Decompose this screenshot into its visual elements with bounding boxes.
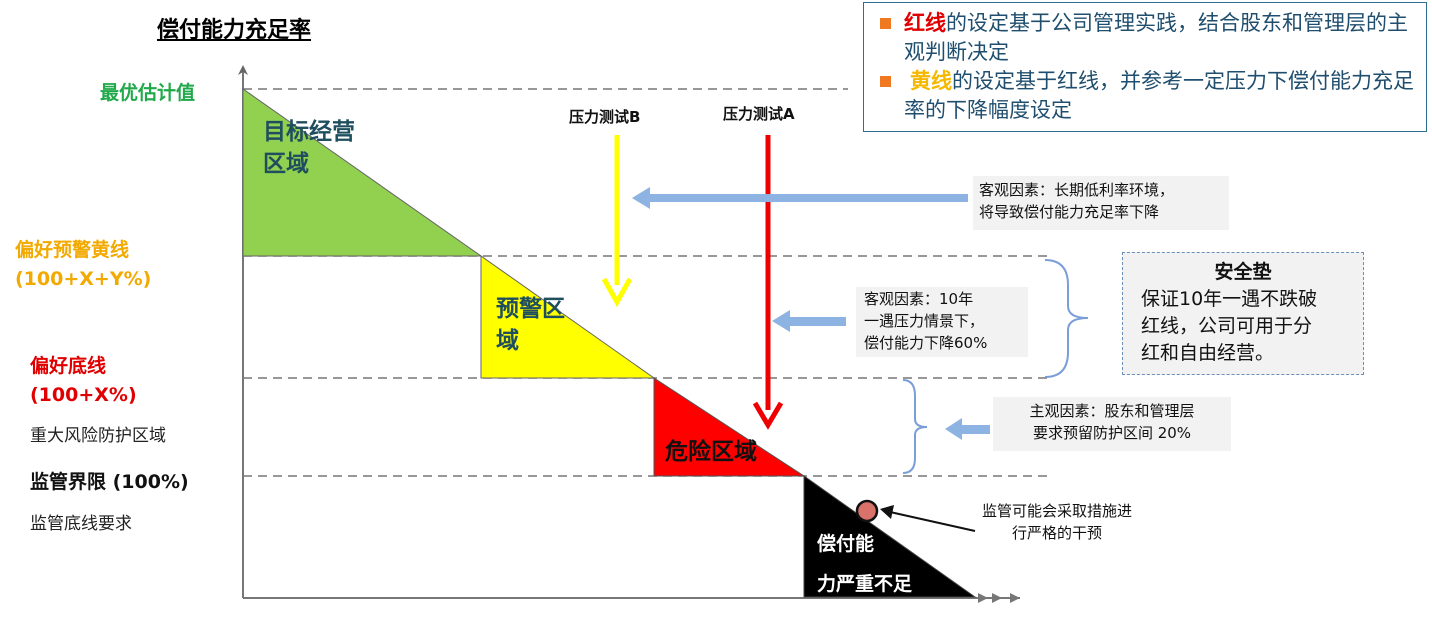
- objective-factor-2-line3: 偿付能力下降60%: [864, 334, 988, 352]
- warning-zone-label-line1: 预警区: [496, 296, 565, 322]
- regulatory-requirement-label: 监管底线要求: [30, 514, 132, 534]
- safety-cushion-line3: 红和自由经营。: [1141, 342, 1275, 364]
- objective-factor-1-note: 客观因素：长期低利率环境， 将导致偿付能力充足率下降: [973, 176, 1229, 230]
- protection-interval-brace: [902, 379, 928, 474]
- insufficient-zone-label-line2: 力严重不足: [817, 573, 913, 595]
- red-line-description: 的设定基于公司管理实践，结合股东和管理层的主观判断决定: [904, 11, 1408, 64]
- intervention-pointer: [889, 511, 976, 532]
- objective-factor-1-line2: 将导致偿付能力充足率下降: [979, 203, 1160, 221]
- regulatory-intervention-line2: 行严格的干预: [1012, 524, 1103, 542]
- warning-zone-label-line2: 域: [496, 328, 519, 354]
- target-zone-label-line1: 目标经营: [263, 119, 355, 145]
- objective-factor-1-line1: 客观因素：长期低利率环境，: [979, 181, 1175, 199]
- regulatory-intervention-dot: [855, 499, 879, 523]
- yellow-line-name: 偏好预警黄线: [15, 239, 130, 261]
- target-zone-triangle: [242, 88, 483, 257]
- safety-cushion-title: 安全垫: [1214, 261, 1272, 283]
- insufficient-zone-label-line1: 偿付能: [817, 533, 875, 555]
- safety-cushion-brace: [1044, 259, 1089, 378]
- objective-factor-2-line2: 一遇压力情景下，: [864, 312, 985, 330]
- safety-cushion-body: 保证10年一遇不跌破 红线，公司可用于分 红和自由经营。: [1131, 286, 1355, 367]
- target-zone-label-line2: 区域: [263, 151, 309, 177]
- warning-zone-triangle: [480, 255, 656, 379]
- yellow-line-description: 的设定基于红线，并参考一定压力下偿付能力充足率的下降幅度设定: [904, 69, 1414, 122]
- yellow-line-keyword: 黄线: [910, 69, 952, 93]
- insufficient-zone-label: 偿付能 力严重不足: [817, 524, 912, 604]
- safety-cushion-line2: 红线，公司可用于分: [1141, 315, 1313, 337]
- stress-test-a-arrowhead: [752, 401, 784, 430]
- objective-2-arrowhead: [772, 310, 790, 332]
- stress-test-b-arrowhead: [601, 277, 633, 308]
- x-axis-head-1: [1010, 593, 1020, 603]
- subjective-arrowhead: [945, 418, 962, 440]
- red-line-label: 偏好底线 (100+X%): [30, 352, 137, 410]
- square-bullet-icon: [880, 76, 891, 87]
- major-risk-zone-label: 重大风险防护区域: [30, 426, 166, 446]
- safety-cushion-box: 安全垫 保证10年一遇不跌破 红线，公司可用于分 红和自由经营。: [1122, 252, 1364, 375]
- subjective-arrow-shaft: [960, 425, 990, 434]
- page-title: 偿付能力充足率: [157, 18, 312, 43]
- x-axis-head-3: [978, 593, 988, 603]
- regulatory-intervention-line1: 监管可能会采取措施进: [982, 502, 1133, 520]
- intervention-pointer-head: [880, 505, 894, 519]
- square-bullet-icon: [880, 18, 891, 29]
- red-line-name: 偏好底线: [30, 355, 107, 377]
- objective-2-arrow-shaft: [788, 317, 846, 326]
- target-zone-label: 目标经营 区域: [263, 116, 355, 180]
- yellow-line-info: 黄线的设定基于红线，并参考一定压力下偿付能力充足率的下降幅度设定: [880, 67, 1416, 125]
- yellow-line-value: (100+X+Y%): [15, 268, 152, 290]
- x-axis-head-2: [992, 593, 1002, 603]
- warning-zone-label: 预警区 域: [496, 293, 565, 357]
- red-line-keyword: 红线: [904, 11, 946, 35]
- red-line-value: (100+X%): [30, 384, 137, 406]
- subjective-factor-note: 主观因素：股东和管理层 要求预留防护区间 20%: [993, 397, 1231, 451]
- subjective-factor-line1: 主观因素：股东和管理层: [1029, 402, 1195, 420]
- yellow-line-label: 偏好预警黄线 (100+X+Y%): [15, 236, 151, 294]
- threshold-info-box: 红线的设定基于公司管理实践，结合股东和管理层的主观判断决定 黄线的设定基于红线，…: [863, 2, 1427, 132]
- stress-test-a-label: 压力测试A: [723, 105, 795, 123]
- danger-zone-label: 危险区域: [665, 439, 757, 465]
- red-line-info: 红线的设定基于公司管理实践，结合股东和管理层的主观判断决定: [880, 9, 1416, 67]
- safety-cushion-line1: 保证10年一遇不跌破: [1141, 288, 1318, 310]
- stress-test-b-label: 压力测试B: [569, 108, 641, 126]
- objective-factor-2-line1: 客观因素：10年: [864, 290, 974, 308]
- insufficient-zone-triangle: [803, 475, 977, 598]
- best-estimate-label: 最优估计值: [100, 82, 196, 104]
- danger-zone-triangle: [653, 377, 806, 477]
- objective-1-arrow-shaft: [648, 194, 968, 202]
- regulatory-limit-label: 监管界限 (100%): [30, 471, 189, 493]
- regulatory-intervention-note: 监管可能会采取措施进 行严格的干预: [982, 500, 1132, 544]
- objective-1-arrowhead: [632, 187, 650, 209]
- subjective-factor-line2: 要求预留防护区间 20%: [1032, 424, 1192, 442]
- objective-factor-2-note: 客观因素：10年 一遇压力情景下， 偿付能力下降60%: [856, 287, 1028, 357]
